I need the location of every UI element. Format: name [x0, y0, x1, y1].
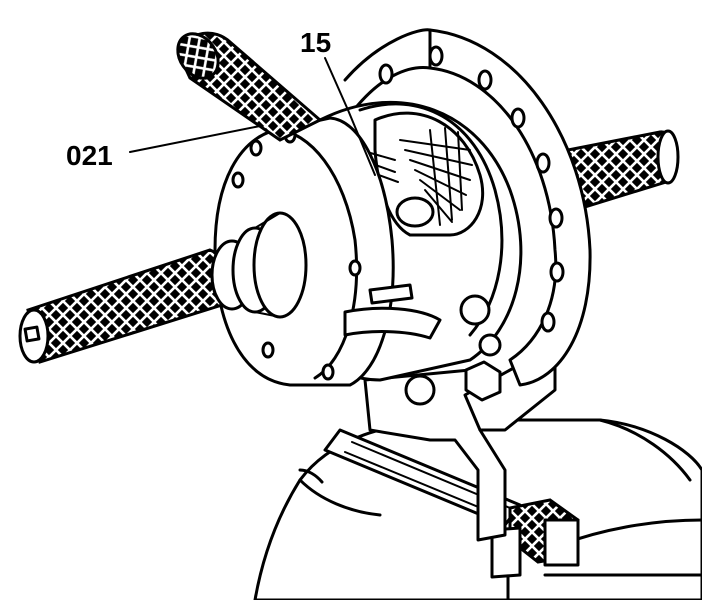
callout-leader-021 — [129, 125, 261, 153]
bevel-gear — [359, 127, 473, 228]
callout-label-021: 021 — [66, 140, 113, 171]
flange-ring — [343, 28, 592, 387]
right-knurled-shaft — [566, 129, 680, 212]
left-knurled-shaft — [18, 211, 308, 364]
upper-knurled-handle — [176, 31, 323, 142]
callout-label-15: 15 — [300, 27, 331, 58]
callout-leader-15 — [324, 57, 376, 176]
